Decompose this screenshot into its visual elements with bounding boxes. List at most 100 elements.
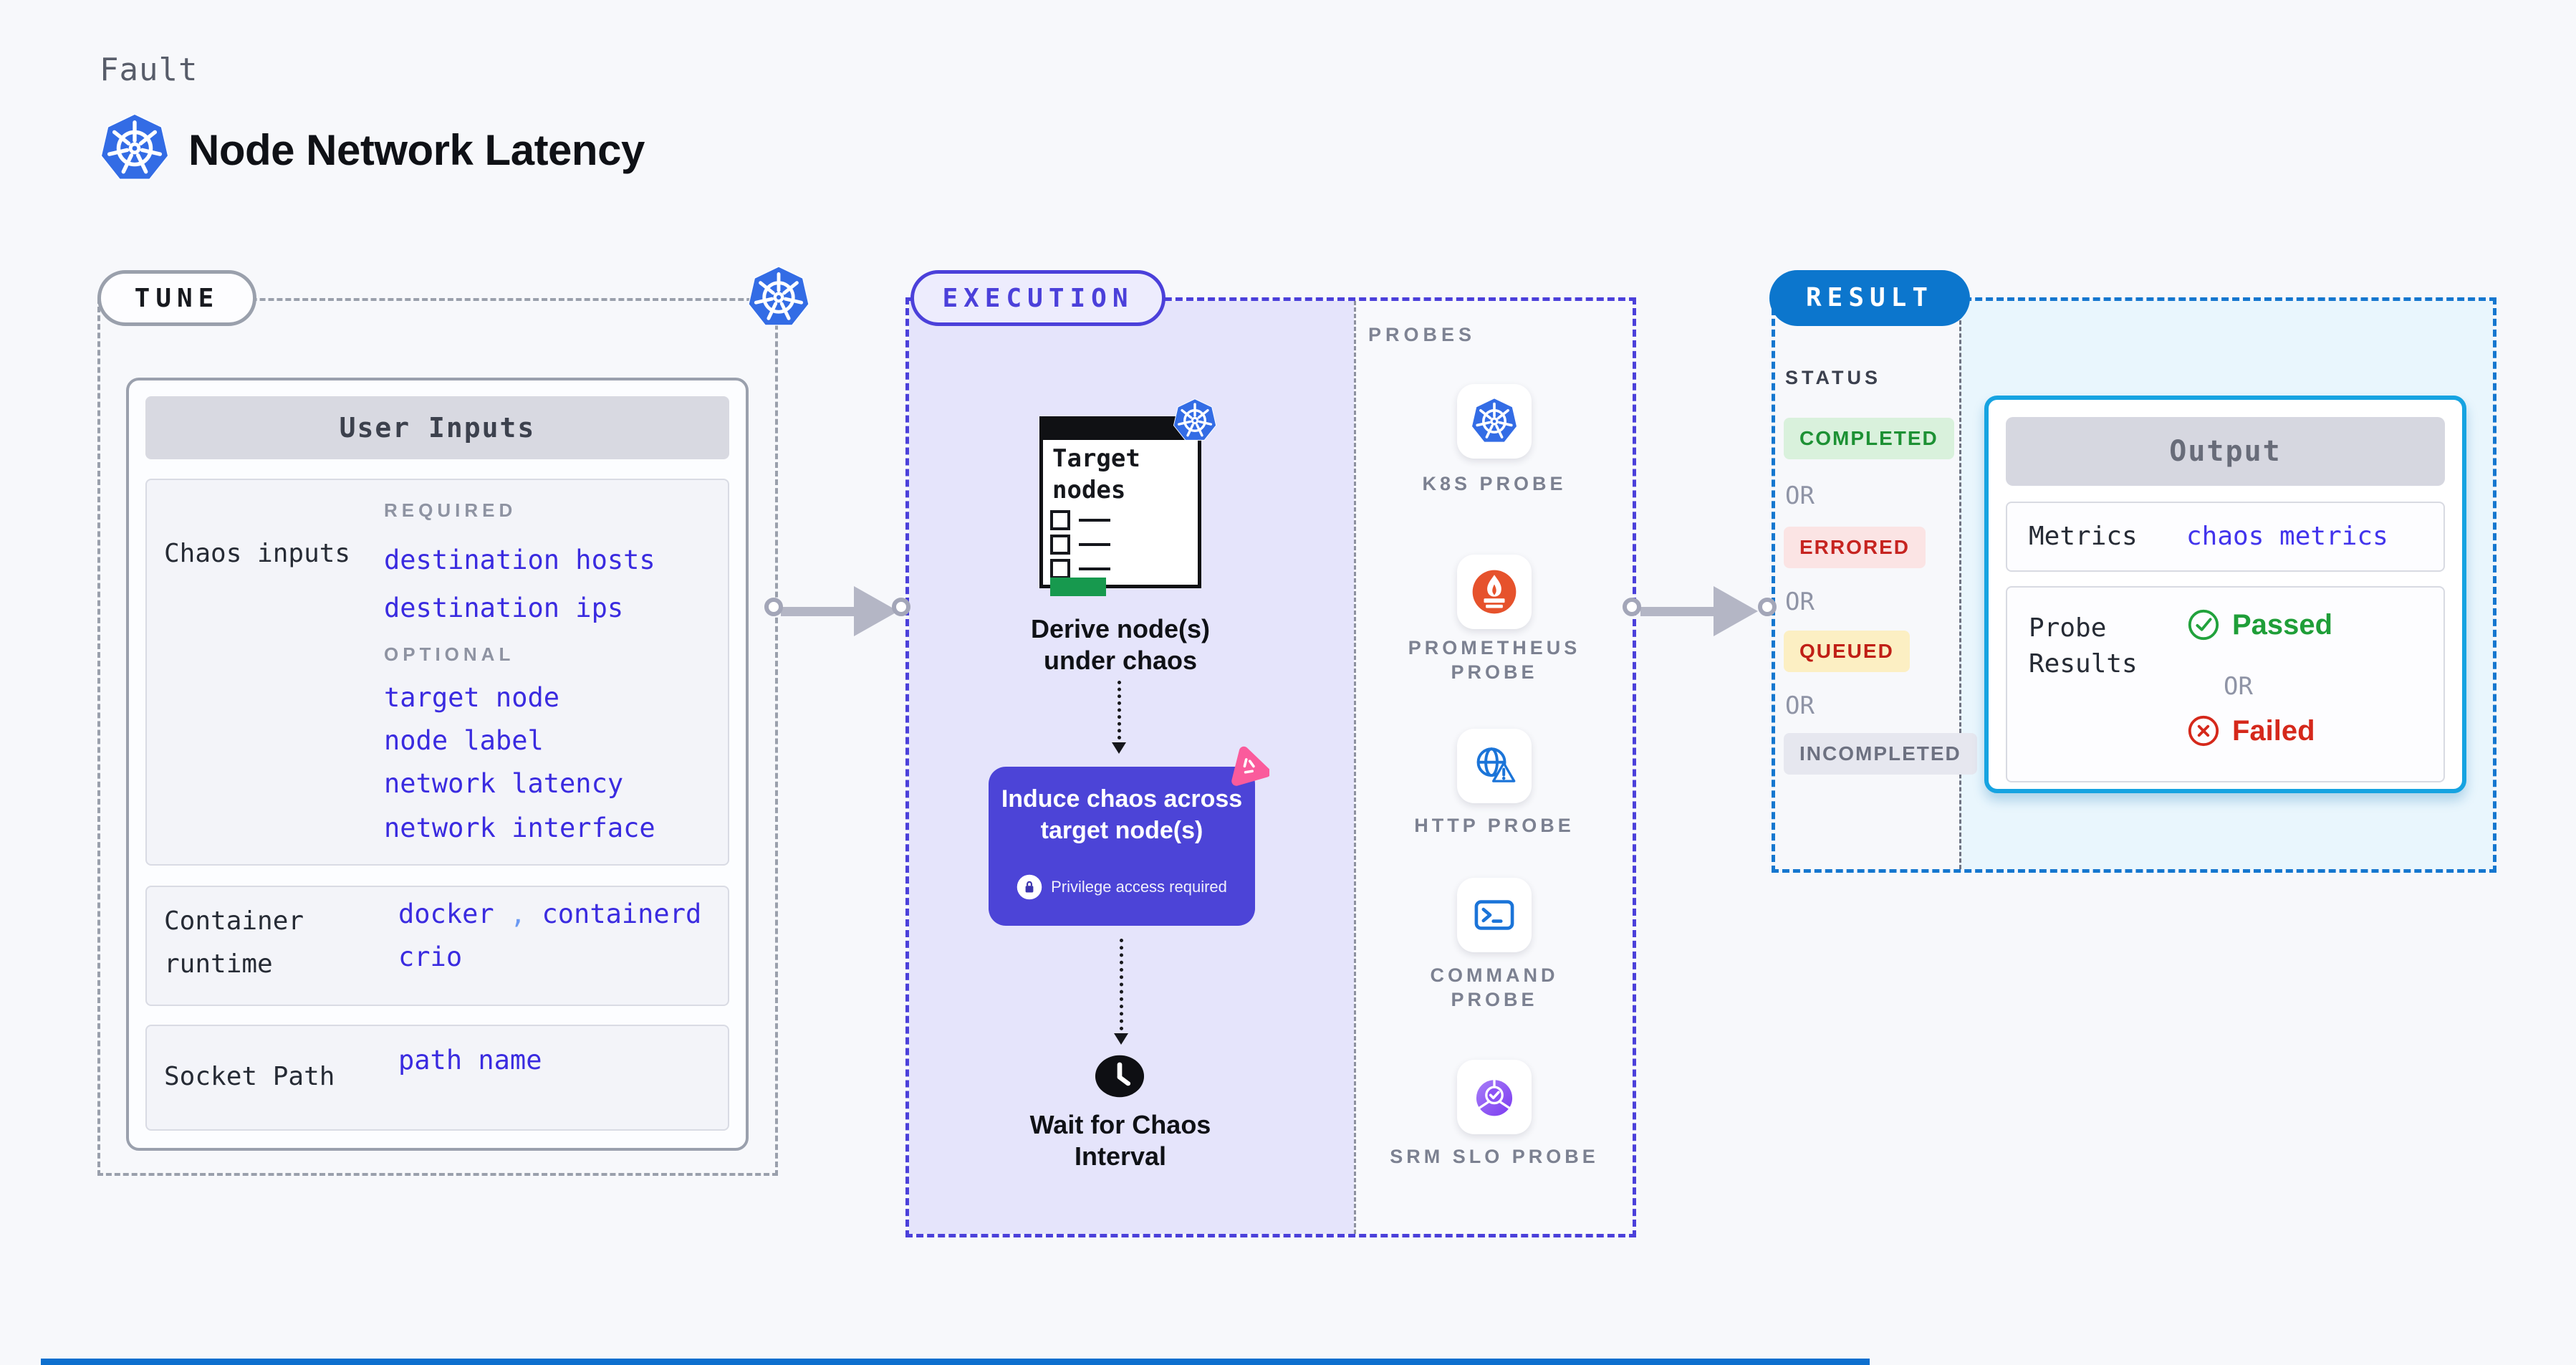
window-title-bar xyxy=(1043,420,1198,440)
connector-dot xyxy=(1758,598,1777,616)
probe-card-http xyxy=(1457,729,1532,803)
flow-arrow-head xyxy=(1112,742,1126,754)
probe-results-label: Probe Results xyxy=(2029,613,2138,679)
check-circle-icon xyxy=(2186,608,2221,642)
container-runtime-row xyxy=(145,886,729,1006)
wait-step-line1: Wait for Chaos xyxy=(1029,1110,1211,1139)
induce-chaos-button: Induce chaos across target node(s) Privi… xyxy=(989,767,1255,926)
optional-heading: OPTIONAL xyxy=(384,643,515,665)
socket-path-value: path name xyxy=(398,1045,542,1076)
probe-card-srm-slo xyxy=(1457,1060,1532,1134)
failed-label: Failed xyxy=(2232,714,2315,747)
socket-path-row xyxy=(145,1025,729,1131)
output-header: Output xyxy=(2006,417,2445,486)
probe-results-row: Probe Results Passed OR Failed xyxy=(2006,586,2445,782)
probe-card-k8s xyxy=(1457,384,1532,459)
derive-step-line2: under chaos xyxy=(1043,646,1198,675)
probe-label: PROMETHEUS PROBE xyxy=(1408,637,1581,683)
connector-dot xyxy=(764,598,783,616)
wait-step-line2: Interval xyxy=(1074,1141,1167,1171)
container-runtime-values: docker , containerd xyxy=(398,899,701,929)
input-destination-ips: destination ips xyxy=(384,593,624,623)
status-badge-completed: COMPLETED xyxy=(1784,418,1954,459)
failed-result: Failed xyxy=(2186,714,2315,748)
kubernetes-icon xyxy=(100,113,170,183)
or-separator: OR xyxy=(2224,672,2253,701)
input-target-node: target node xyxy=(384,682,560,713)
or-separator: OR xyxy=(1785,588,1815,616)
probe-label: COMMAND PROBE xyxy=(1430,964,1559,1010)
socket-path-label: Socket Path xyxy=(164,1062,335,1091)
target-window-title-line1: Target xyxy=(1052,444,1140,473)
checkbox-icon xyxy=(1050,559,1070,579)
input-node-label: node label xyxy=(384,725,544,756)
flow-arrow-head xyxy=(1114,1033,1128,1045)
target-window-title-line2: nodes xyxy=(1052,476,1126,504)
connector-dot xyxy=(892,598,910,616)
fault-eyebrow: Fault xyxy=(100,52,198,88)
metrics-row: Metrics chaos metrics xyxy=(2006,502,2445,572)
result-pill: RESULT xyxy=(1769,270,1970,326)
execution-pill: EXECUTION xyxy=(910,270,1166,326)
http-globe-icon xyxy=(1471,742,1518,790)
list-line xyxy=(1079,519,1110,522)
checkbox-icon xyxy=(1050,535,1070,555)
flow-dotted-line xyxy=(1120,939,1123,1030)
input-destination-hosts: destination hosts xyxy=(384,545,655,575)
list-line xyxy=(1079,543,1110,546)
probe-label: SRM SLO PROBE xyxy=(1390,1146,1599,1167)
privilege-note-row: Privilege access required xyxy=(989,874,1255,900)
metrics-value: chaos metrics xyxy=(2186,522,2388,551)
runtime-containerd: containerd xyxy=(542,899,702,929)
list-line xyxy=(1079,567,1110,570)
runtime-crio: crio xyxy=(398,942,463,972)
output-card: Output Metrics chaos metrics Probe Resul… xyxy=(1984,396,2466,793)
chaos-inputs-row xyxy=(145,479,729,866)
flow-dotted-line xyxy=(1118,681,1121,739)
probe-label: K8S PROBE xyxy=(1422,473,1567,494)
connector-dot xyxy=(1623,598,1641,616)
passed-result: Passed xyxy=(2186,608,2332,642)
green-progress-bar xyxy=(1050,578,1106,596)
input-network-interface: network interface xyxy=(384,813,655,843)
checkbox-row xyxy=(1050,510,1110,534)
runtime-separator: , xyxy=(509,899,527,929)
execution-to-result-arrow-line xyxy=(1640,607,1719,616)
tune-pill: TUNE xyxy=(97,270,256,326)
kubernetes-icon xyxy=(1471,398,1518,445)
probe-card-command xyxy=(1457,878,1532,952)
or-separator: OR xyxy=(1785,482,1815,510)
checkbox-row xyxy=(1050,535,1110,558)
terminal-icon xyxy=(1471,891,1518,939)
probe-label: HTTP PROBE xyxy=(1414,815,1575,836)
probes-heading: PROBES xyxy=(1368,324,1476,345)
status-badge-queued: QUEUED xyxy=(1784,631,1910,672)
container-runtime-label: Container runtime xyxy=(164,906,304,979)
kubernetes-icon xyxy=(1173,398,1217,443)
passed-label: Passed xyxy=(2232,608,2333,641)
litmus-chaos-icon xyxy=(1226,744,1269,787)
induce-chaos-line2: target node(s) xyxy=(1040,817,1203,844)
status-badge-errored: ERRORED xyxy=(1784,527,1926,568)
privilege-note: Privilege access required xyxy=(1051,878,1227,896)
execution-to-result-arrow-head xyxy=(1714,586,1758,636)
induce-chaos-line1: Induce chaos across xyxy=(1001,785,1243,813)
derive-step-line1: Derive node(s) xyxy=(1030,614,1211,643)
tune-to-execution-arrow-line xyxy=(781,607,860,616)
or-separator: OR xyxy=(1785,691,1815,720)
kubernetes-icon xyxy=(747,266,810,329)
prometheus-icon xyxy=(1471,568,1518,616)
checkbox-icon xyxy=(1050,510,1070,530)
tune-to-execution-arrow-head xyxy=(854,586,898,636)
tune-section-box xyxy=(97,298,778,1176)
chaos-inputs-label: Chaos inputs xyxy=(164,539,351,568)
clock-icon xyxy=(1093,1052,1146,1101)
user-inputs-header: User Inputs xyxy=(145,396,729,459)
required-heading: REQUIRED xyxy=(384,499,517,521)
slo-pie-icon xyxy=(1471,1073,1518,1121)
x-circle-icon xyxy=(2186,714,2221,748)
input-network-latency: network latency xyxy=(384,768,624,799)
lock-icon xyxy=(1017,874,1042,900)
status-badge-incompleted: INCOMPLETED xyxy=(1784,733,1977,775)
